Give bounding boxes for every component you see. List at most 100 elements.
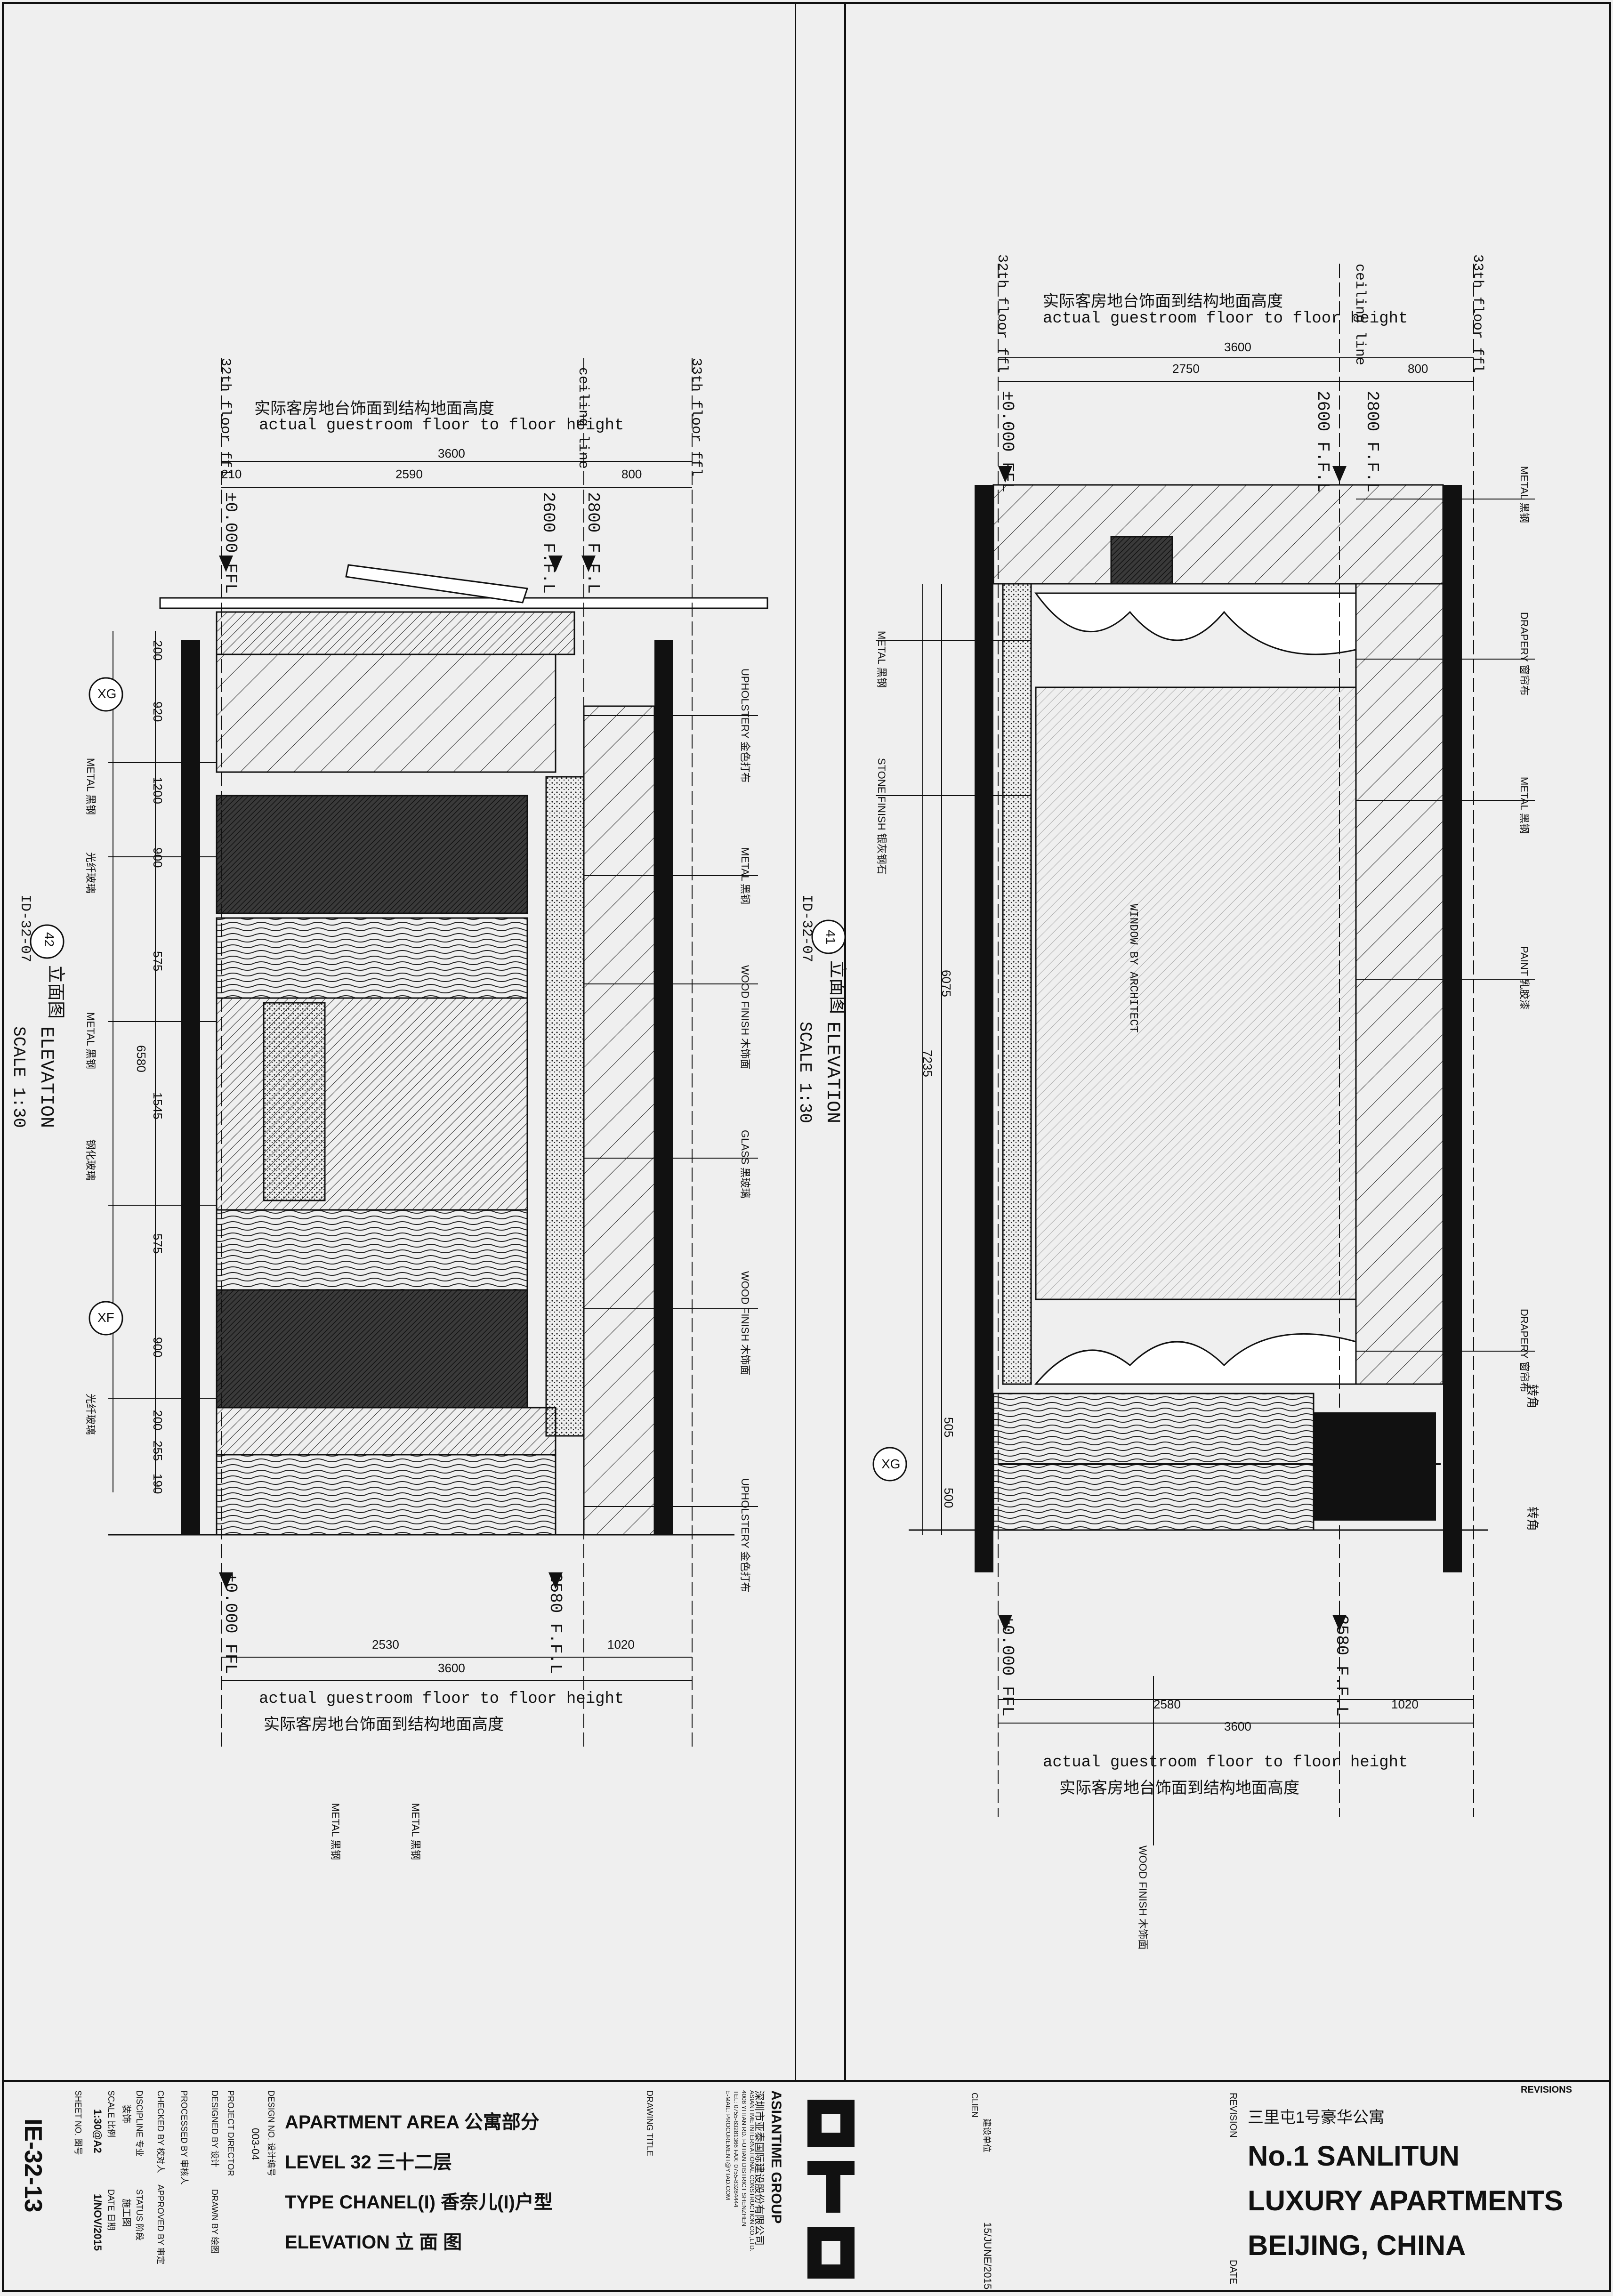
- left-bottom-label-en: actual guestroom floor to floor height: [259, 1690, 624, 1708]
- drapery-top: [1034, 592, 1357, 655]
- title-line3: TYPE CHANEL(I) 香奈儿(I)户型: [285, 2192, 553, 2213]
- tb-date-label: DATE 日期: [106, 2189, 116, 2231]
- left-dim-v-7: 575: [151, 1233, 165, 1254]
- dark-cabinet: [1314, 1412, 1436, 1521]
- left-tag-glass-3: 光纤玻璃: [85, 1394, 97, 1435]
- left-dim-v-10: 255: [151, 1441, 165, 1461]
- company-address-4: E-MAIL: PROCUREMENT@YTAD.COM: [725, 2090, 732, 2200]
- title-line2: LEVEL 32 三十二层: [285, 2152, 452, 2173]
- wood-panel-2: [216, 1209, 528, 1291]
- project-name-line2: LUXURY APARTMENTS: [1248, 2185, 1564, 2216]
- company-address-1: ASIANTIME INTERNATIONAL CONSTRUCTION CO.…: [749, 2090, 756, 2252]
- left-title-ref: ID-32-07: [17, 894, 33, 963]
- project-name-line3: BEIJING, CHINA: [1248, 2230, 1466, 2261]
- left-dim-v-4: 900: [151, 847, 165, 868]
- company-address-2: 4008 YITIAN RD. FUTIAN DISTRICT SHENZHEN: [741, 2090, 748, 2227]
- right-note-1: 转角: [1525, 1384, 1540, 1409]
- window-area: [1035, 686, 1357, 1300]
- date-label: DATE: [1228, 2260, 1238, 2284]
- right-top-label-en: actual guestroom floor to floor height: [1043, 310, 1408, 328]
- left-tag-upholstery-2: UPHOLSTERY 金色打布: [739, 1478, 751, 1593]
- right-tag-drapery-1: DRAPERY 窗帘布: [1518, 612, 1530, 696]
- left-tag-metal-3: METAL 黑钢: [739, 847, 751, 905]
- left-dim-top-total: 3600: [438, 446, 465, 460]
- left-dim-v-6: 1545: [151, 1092, 165, 1120]
- left-dim-v-2: 920: [151, 701, 165, 722]
- right-note-2: 转角: [1525, 1506, 1540, 1531]
- right-dim-bottom-total: 3600: [1224, 1719, 1251, 1733]
- left-tag-metal-4: METAL 黑钢: [330, 1803, 341, 1861]
- tb-date-value: 1/NOV/2015: [92, 2194, 104, 2251]
- right-elevation: [811, 264, 1535, 1845]
- left-dim-v-11: 190: [151, 1474, 165, 1494]
- project-name-line1: No.1 SANLITUN: [1248, 2140, 1460, 2172]
- left-dim-v-9: 200: [151, 1410, 165, 1431]
- right-title-scale: SCALE 1:30: [795, 1022, 815, 1124]
- right-title-bubble: [811, 919, 846, 954]
- revisions-header: REVISIONS: [1521, 2085, 1572, 2095]
- left-title-cn: 立面图: [46, 965, 65, 1019]
- right-bottom-label-cn: 实际客房地台饰面到结构地面高度: [1059, 1780, 1299, 1797]
- right-tag-metal-1: METAL 黑钢: [876, 631, 887, 688]
- scale-value: 1:30@A2: [92, 2109, 104, 2153]
- revision-label: REVISION: [1228, 2093, 1238, 2138]
- left-title-en: ELEVATION: [35, 1026, 56, 1128]
- atg-logo: [807, 2100, 855, 2279]
- design-no-label: DESIGN NO. 设计编号: [266, 2090, 276, 2177]
- left-tag-metal-5: METAL 黑钢: [410, 1803, 421, 1861]
- approved-by-label: APPROVED BY 审定: [156, 2184, 165, 2264]
- left-dim-overall: 6580: [134, 1045, 148, 1072]
- company-address-3: TEL: 0755-83281366 FAX: 0755-83284444: [733, 2090, 740, 2207]
- right-ceiling-line: ceiling line: [1352, 264, 1368, 366]
- right-dim-b: 7235: [920, 1050, 935, 1077]
- right-dim-v-2: 500: [942, 1488, 956, 1508]
- right-dim-top-1: 2750: [1172, 362, 1200, 376]
- left-top-label-en: actual guestroom floor to floor height: [259, 417, 624, 435]
- left-tag-xf: XF: [97, 1310, 114, 1325]
- processed-by-label: PROCESSED BY 审核人: [179, 2090, 189, 2185]
- right-wall-a: [975, 485, 993, 1572]
- right-top-label-cn: 实际客房地台饰面到结构地面高度: [1043, 293, 1283, 310]
- left-elevation: [30, 358, 768, 1751]
- left-dim-bottom-1: 2530: [372, 1637, 399, 1652]
- left-dim-top-3: 800: [621, 467, 642, 481]
- drawn-by-label: DRAWN BY 绘图: [210, 2189, 219, 2254]
- drawing-title-label: DRAWING TITLE: [645, 2090, 654, 2157]
- client-label: CLIEN: [970, 2093, 979, 2118]
- left-tag-xg: XG: [97, 686, 117, 701]
- left-wall-a: [181, 640, 200, 1535]
- left-ffl-top: ±0.000 FFL: [221, 492, 240, 594]
- left-tag-metal-2: METAL 黑钢: [85, 1012, 97, 1070]
- right-dim-a: 6075: [939, 970, 953, 997]
- left-ffl-bottom: ±0.000 FFL: [221, 1572, 240, 1675]
- left-dim-v-3: 1200: [151, 777, 165, 804]
- right-ffl-top: ±0.000 FFL: [998, 391, 1017, 493]
- designed-by-label: DESIGNED BY 设计: [210, 2090, 219, 2167]
- right-tag-xg: XG: [881, 1457, 901, 1471]
- right-ffl-bottom: ±0.000 FFL: [998, 1615, 1017, 1717]
- right-tag-metal-2: METAL 黑钢: [1518, 466, 1530, 524]
- right-title-no: 41: [823, 930, 838, 945]
- left-dim-v-5: 575: [151, 951, 165, 972]
- right-tag-wood: WOOD FINISH 木饰面: [1137, 1845, 1149, 1950]
- right-level-32: 32th floor ffl: [994, 254, 1010, 373]
- window-note: WINDOW BY ARCHITECT: [1127, 904, 1139, 1033]
- wood-panel-1: [216, 917, 528, 999]
- left-ffl-2600: 2600 F.F.L: [539, 492, 558, 594]
- right-dim-top-2: 800: [1408, 362, 1428, 376]
- left-level-32: 32th floor ffl: [217, 358, 233, 477]
- project-name-cn: 三里屯1号豪华公寓: [1248, 2109, 1385, 2127]
- sheet-no-label: SHEET NO. 图号: [73, 2090, 83, 2155]
- sheet-no: IE-32-13: [19, 2119, 47, 2213]
- left-wall-b: [654, 640, 673, 1535]
- right-ffl-2800: 2800 F.F.L: [1363, 391, 1382, 493]
- left-tag-wood-1: WOOD FINISH 木饰面: [739, 965, 751, 1070]
- right-dim-bottom-2: 1020: [1391, 1697, 1419, 1711]
- left-level-33: 33th floor ffl: [688, 358, 704, 477]
- right-dim-top-total: 3600: [1224, 340, 1251, 354]
- left-dim-v-8: 900: [151, 1337, 165, 1358]
- status-value: 施工图: [121, 2199, 131, 2227]
